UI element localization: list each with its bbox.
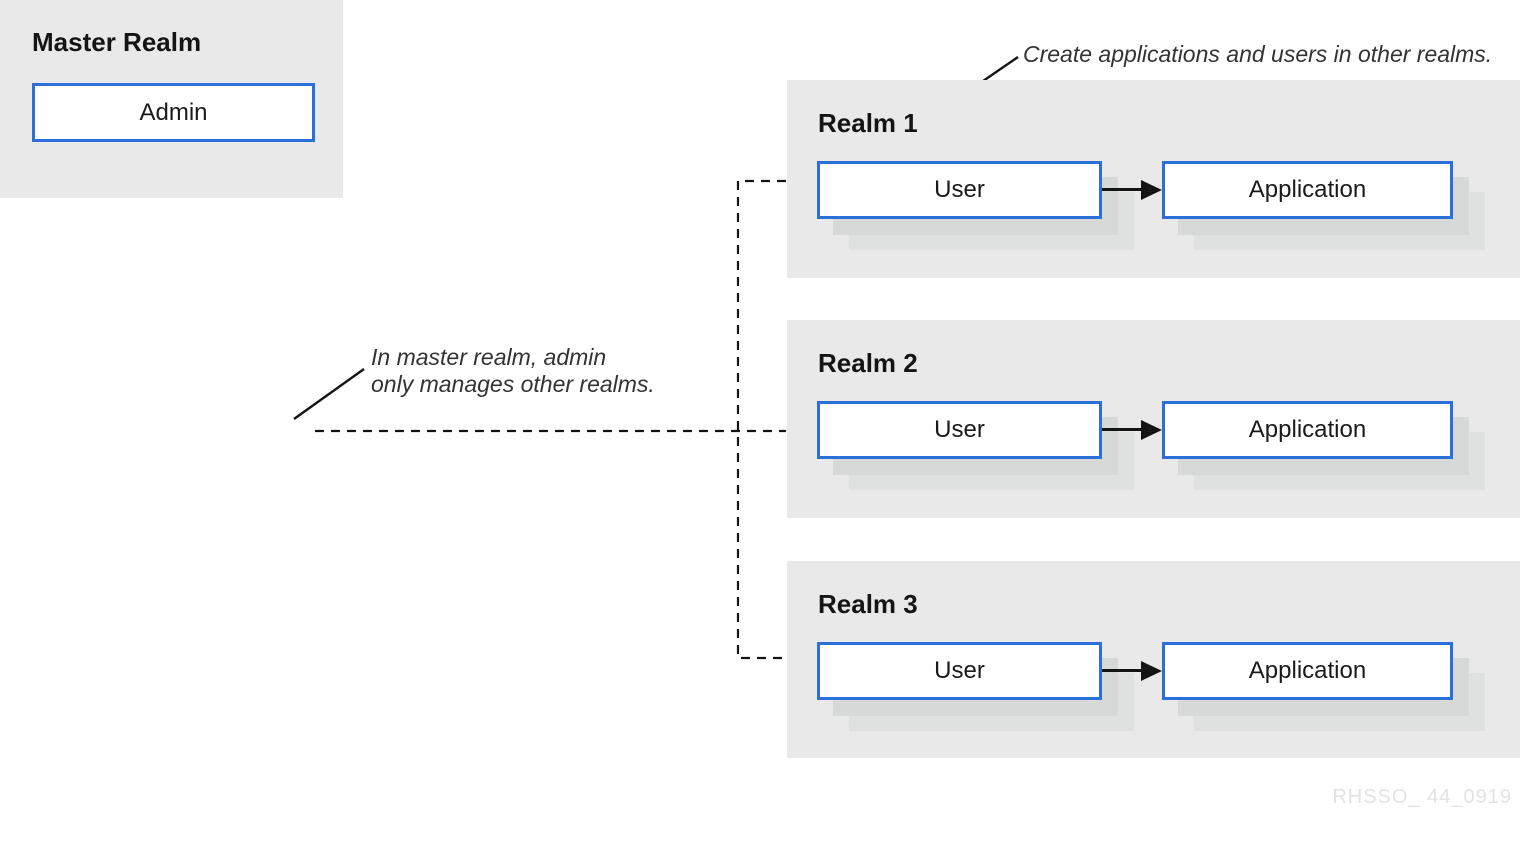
realm-1-application-box: Application — [1162, 161, 1453, 219]
master-realm-annotation-line1: In master realm, admin — [371, 344, 607, 370]
admin-box: Admin — [32, 83, 315, 142]
user-to-application-arrow-head-icon — [1141, 661, 1162, 681]
master-realm-annotation-line2: only manages other realms. — [371, 371, 655, 397]
master-realm-title: Master Realm — [32, 27, 202, 57]
master-realm-panel: Master Realm Admin — [0, 0, 343, 198]
create-apps-annotation: Create applications and users in other r… — [1023, 41, 1492, 68]
application-box-label: Application — [1248, 176, 1367, 203]
user-box-label: User — [934, 176, 985, 203]
application-box-label: Application — [1248, 657, 1367, 684]
realm-3-user-box: User — [817, 642, 1102, 700]
user-to-application-arrow-head-icon — [1141, 420, 1162, 440]
user-box-label: User — [934, 657, 985, 684]
realm-1-user-box: User — [817, 161, 1102, 219]
user-to-application-arrow-head-icon — [1141, 180, 1162, 200]
watermark: RHSSO_ 44_0919 — [1332, 786, 1512, 808]
realm-2-application-box: Application — [1162, 401, 1453, 459]
master-realm-annotation: In master realm, admin only manages othe… — [371, 344, 655, 398]
realm-2-user-box: User — [817, 401, 1102, 459]
realm-2-title: Realm 2 — [818, 348, 918, 378]
realm-3-application-box: Application — [1162, 642, 1453, 700]
realm-1-title: Realm 1 — [818, 108, 918, 138]
user-to-application-arrow-line — [1102, 428, 1142, 431]
realms-branch-dashed-connector — [736, 179, 786, 660]
realm-3-panel: Realm 3 User Application — [787, 561, 1520, 758]
admin-box-label: Admin — [139, 98, 208, 126]
user-to-application-arrow-line — [1102, 188, 1142, 191]
user-to-application-arrow-line — [1102, 669, 1142, 672]
master-annotation-pointer-line — [293, 368, 365, 420]
application-box-label: Application — [1248, 416, 1367, 443]
realm-2-panel: Realm 2 User Application — [787, 320, 1520, 518]
create-apps-annotation-text: Create applications and users in other r… — [1023, 41, 1493, 67]
realm-1-panel: Realm 1 User Application — [787, 80, 1520, 278]
realm-3-title: Realm 3 — [818, 589, 918, 619]
user-box-label: User — [934, 416, 985, 443]
